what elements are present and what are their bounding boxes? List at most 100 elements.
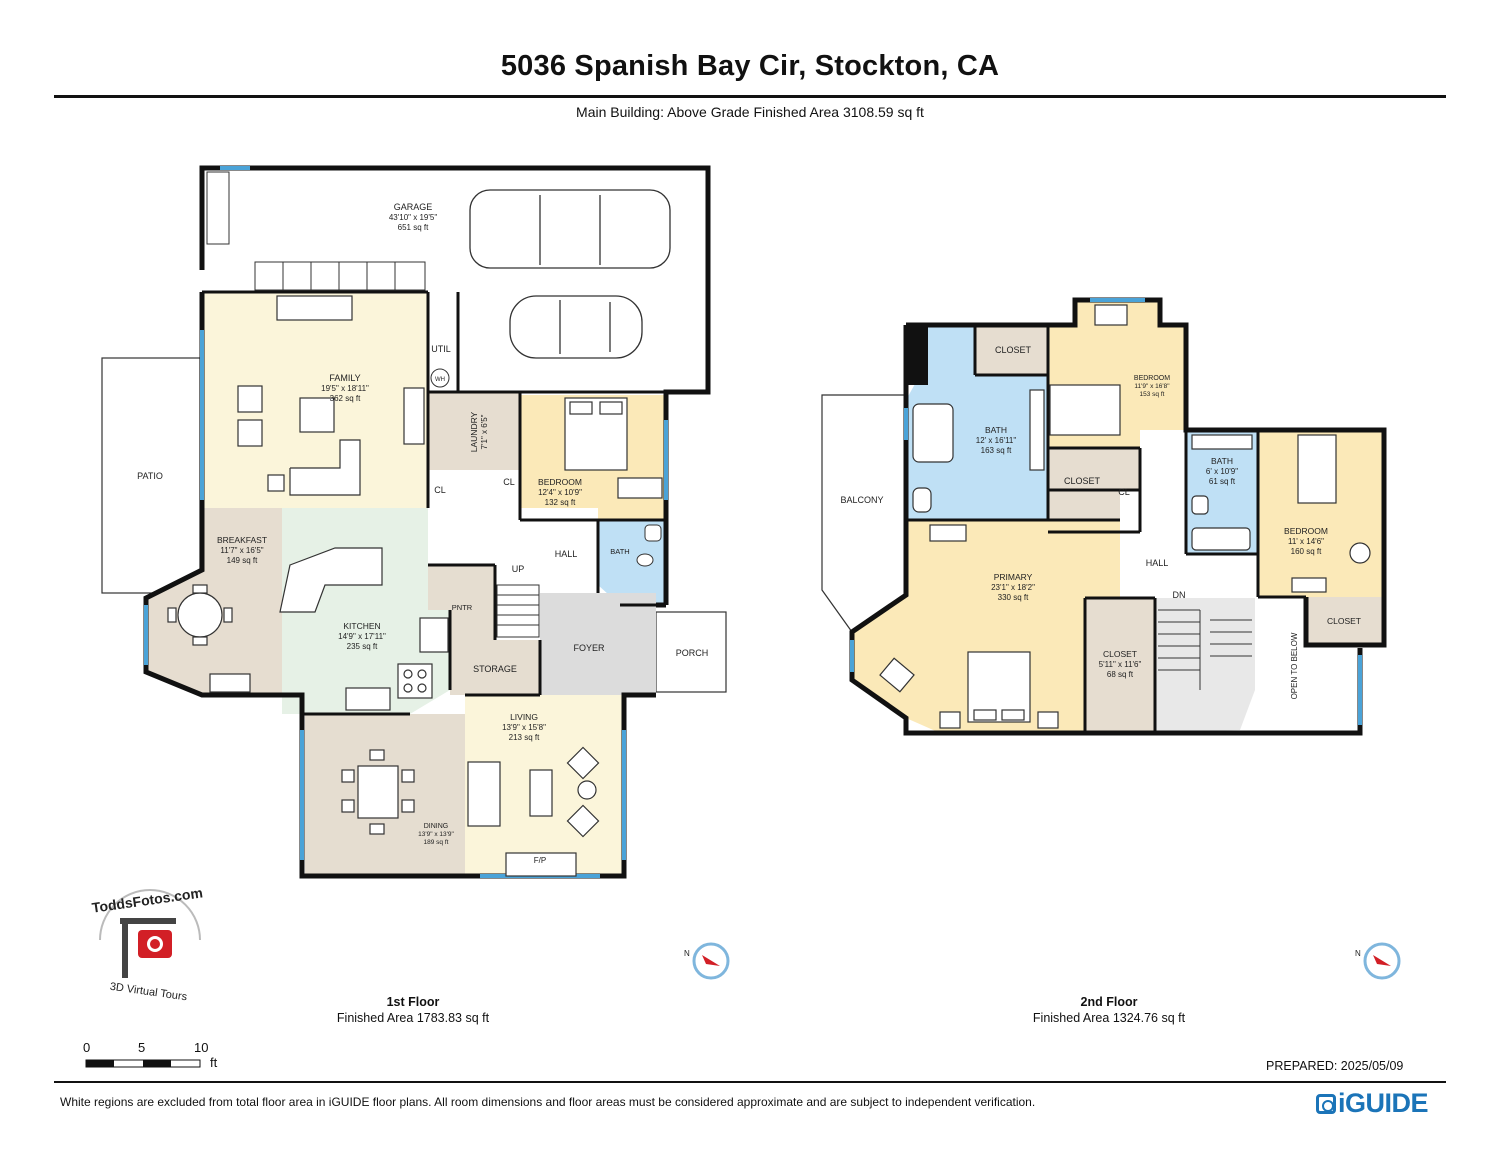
patio-label: PATIO <box>137 471 163 481</box>
hall-2-label: HALL <box>1146 558 1169 568</box>
kitchen-dims: 14'9" x 17'11" <box>338 632 386 641</box>
disclaimer-text: White regions are excluded from total fl… <box>60 1095 1036 1109</box>
floor-2-title: 2nd Floor <box>1080 995 1138 1009</box>
family-label: FAMILY <box>329 373 360 383</box>
breakfast-dims: 11'7" x 16'5" <box>220 546 263 555</box>
bedroom-1-dims: 12'4" x 10'9" <box>538 488 582 497</box>
primary-area: 330 sq ft <box>998 593 1029 602</box>
compass-icon: N <box>1355 942 1401 980</box>
prepared-date: PREPARED: 2025/05/09 <box>1266 1059 1404 1073</box>
bath-2-dims: 12' x 16'11" <box>976 436 1017 445</box>
laundry-dims: 7'1" x 6'5" <box>480 414 489 449</box>
page-subtitle: Main Building: Above Grade Finished Area… <box>576 104 924 120</box>
bath-2-area: 163 sq ft <box>981 446 1012 455</box>
breakfast-area: 149 sq ft <box>227 556 258 565</box>
closet-cl-label: CL <box>1118 487 1130 497</box>
water-heater-label: WH <box>435 377 445 383</box>
pantry-label: PNTR <box>452 603 473 612</box>
bedroom-3-dims: 11' x 14'6" <box>1288 537 1324 546</box>
laundry-label: LAUNDRY <box>469 411 479 452</box>
bath-1-label: BATH <box>610 547 629 556</box>
util-label: UTIL <box>431 344 451 354</box>
living-area: 213 sq ft <box>509 733 540 742</box>
foyer-label: FOYER <box>573 643 605 653</box>
iguide-icon <box>1316 1094 1336 1114</box>
page-title: 5036 Spanish Bay Cir, Stockton, CA <box>500 50 1000 82</box>
scale-tick-5: 5 <box>138 1040 146 1055</box>
primary-dims: 23'1" x 18'2" <box>991 583 1035 592</box>
title-rule <box>54 95 1446 98</box>
compass-north-label: N <box>1355 949 1361 958</box>
scale-tick-0: 0 <box>83 1040 91 1055</box>
foyer-area <box>540 593 656 695</box>
closet-bottom-label: CLOSET <box>1103 649 1137 659</box>
closet-bottom-dims: 5'11" x 11'6" <box>1099 660 1142 669</box>
stairs-down-label: DN <box>1173 590 1186 600</box>
dining-label: DINING <box>424 823 449 830</box>
storage-room <box>428 565 540 695</box>
family-dims: 19'5" x 18'11" <box>321 384 369 393</box>
closet-top-label: CLOSET <box>995 345 1032 355</box>
bedroom-1-label: BEDROOM <box>538 477 582 487</box>
floor-2-area: Finished Area 1324.76 sq ft <box>1032 1011 1186 1025</box>
closet-right-label: CLOSET <box>1327 616 1361 626</box>
scale-unit: ft <box>210 1055 218 1070</box>
garage-dims: 43'10" x 19'5" <box>389 213 437 222</box>
scale-bar <box>85 1059 201 1068</box>
balcony-area <box>821 394 907 633</box>
footer-rule <box>54 1081 1446 1083</box>
closet-bottom-room <box>1085 598 1155 733</box>
bedroom-3-area: 160 sq ft <box>1291 547 1322 556</box>
fireplace-label: F/P <box>534 856 546 865</box>
logo-top-text: ToddsFotos.com <box>91 884 204 915</box>
iguide-brand-text: iGUIDE <box>1338 1088 1429 1118</box>
kitchen-area: 235 sq ft <box>347 642 378 651</box>
logo-bottom-text: 3D Virtual Tours <box>109 981 188 1004</box>
primary-room <box>852 520 1120 733</box>
kitchen-label: KITCHEN <box>343 621 380 631</box>
second-floor-plan <box>821 297 1387 736</box>
iguide-logo: iGUIDE <box>1316 1088 1429 1119</box>
bath-2-label: BATH <box>985 425 1007 435</box>
bath-3-dims: 6' x 10'9" <box>1206 467 1238 476</box>
closet-top-room <box>975 325 1048 375</box>
breakfast-label: BREAKFAST <box>217 535 267 545</box>
bedroom-1-area: 132 sq ft <box>545 498 576 507</box>
patio-area <box>101 357 201 594</box>
bedroom-2-label: BEDROOM <box>1134 375 1170 382</box>
storage-label: STORAGE <box>473 664 517 674</box>
bedroom-2-dims: 11'9" x 16'8" <box>1134 383 1170 390</box>
closet-right-room <box>1306 597 1384 645</box>
bath-3-label: BATH <box>1211 456 1233 466</box>
dining-area: 189 sq ft <box>424 839 449 846</box>
family-area: 362 sq ft <box>330 394 361 403</box>
toddsfotos-logo: ToddsFotos.com 3D Virtual Tours <box>91 884 204 1003</box>
primary-label: PRIMARY <box>994 572 1033 582</box>
bath-3-area: 61 sq ft <box>1209 477 1236 486</box>
porch-label: PORCH <box>676 648 709 658</box>
closet-mid-label: CLOSET <box>1064 476 1101 486</box>
laundry-room <box>428 392 520 470</box>
open-to-below-label: OPEN TO BELOW <box>1290 632 1299 699</box>
hall-label: HALL <box>555 549 578 559</box>
closet-bottom-area: 68 sq ft <box>1107 670 1134 679</box>
compass-north-label: N <box>684 949 690 958</box>
first-floor-plan <box>101 165 727 879</box>
living-label: LIVING <box>510 712 538 722</box>
living-dims: 13'9" x 15'8" <box>502 723 546 732</box>
compass-icon: N <box>684 942 730 980</box>
floor-2-caption: 2nd Floor Finished Area 1324.76 sq ft <box>1009 994 1209 1026</box>
hall-2-area <box>1120 490 1258 597</box>
bedroom-3-label: BEDROOM <box>1284 526 1328 536</box>
balcony-label: BALCONY <box>840 495 883 505</box>
floor-1-caption: 1st Floor Finished Area 1783.83 sq ft <box>313 994 513 1026</box>
closet-1-label: CL <box>434 485 446 495</box>
floor-1-area: Finished Area 1783.83 sq ft <box>336 1011 490 1025</box>
garage-area: 651 sq ft <box>398 223 429 232</box>
garage-cars <box>469 189 671 359</box>
scale-tick-10: 10 <box>194 1040 209 1055</box>
bedroom-2-area: 153 sq ft <box>1140 391 1165 398</box>
floor-1-title: 1st Floor <box>386 995 440 1009</box>
garage-label: GARAGE <box>394 202 433 212</box>
